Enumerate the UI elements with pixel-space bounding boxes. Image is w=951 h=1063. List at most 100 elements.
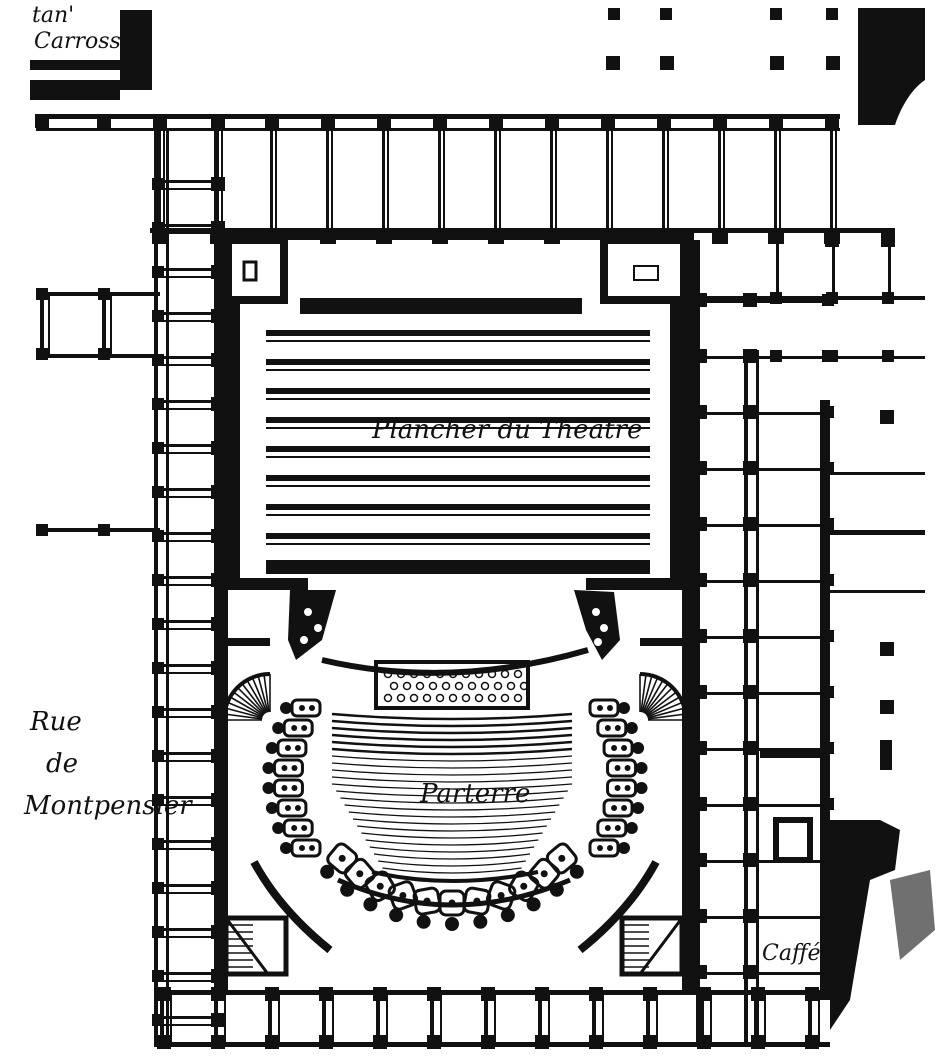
gallery-wall [494,128,497,232]
loge-box [606,758,638,778]
gallery-wall [494,990,496,1045]
stage-plank [266,388,650,394]
gallery-wall [774,128,777,232]
gallery-wall [830,128,833,232]
loge-seat [291,725,298,731]
gallery-wall [592,990,596,1045]
parterre-row [357,825,547,832]
gallery-wall [170,990,172,1045]
gallery-wall [696,412,830,415]
pit-seat [454,681,464,691]
gallery-wall [443,128,445,232]
gallery-wall [602,990,604,1045]
gallery-wall [779,128,781,232]
pier [211,177,225,191]
loge-seat [291,825,298,831]
loge-seat [291,785,298,791]
gallery-wall [160,990,164,1045]
corridor-curves [250,860,660,954]
gallery-wall [154,1024,218,1026]
gallery-wall [646,990,650,1045]
gallery-wall [154,804,218,806]
pier [152,222,164,234]
gallery-wall [386,990,388,1045]
pier [211,114,225,128]
gallery-wall [40,292,44,358]
gallery-wall [710,990,712,1045]
pier [693,461,707,475]
gallery-wall [154,928,218,931]
gallery-wall [764,990,766,1045]
stage-plank [266,504,650,510]
pit-seat [500,669,510,679]
rear-loge-pillar [473,914,488,929]
parterre-row [331,733,573,742]
stage-plank [266,330,650,336]
pier [36,348,48,360]
pier [657,114,671,128]
gallery-wall [888,240,891,300]
stair-step-left [251,677,268,713]
gallery-wall [154,584,218,586]
parterre-seating-rows [331,712,573,883]
stair-step-right [642,677,659,713]
gallery-wall [224,990,226,1045]
pier [36,288,48,300]
loge-box [596,818,628,838]
gallery-wall [154,320,218,322]
stage-plank-line [266,398,650,400]
theatre-outer-walls [214,230,696,990]
loge-seat [309,705,315,711]
loge-pillar [635,762,648,774]
gallery-wall [696,524,830,527]
rear-loge-box [545,842,578,875]
gallery-wall [154,840,218,843]
pier [373,1035,387,1049]
rear-loge-seat [376,882,384,890]
stair-step-left [227,701,263,718]
stage-plank-line [266,427,650,429]
pier [693,741,707,755]
stair-step-left [233,691,265,716]
gallery-wall [102,292,106,358]
loge-pillar [265,802,278,814]
gallery-wall [154,408,218,410]
gallery-wall [154,400,218,403]
pier [481,987,495,1001]
stair-step-left-wall [222,672,271,721]
loge-pillar [280,842,292,854]
top-left-label-2: Carrosse [34,29,134,54]
pier [152,706,164,718]
gallery-wall [214,990,218,1045]
loge-seat [291,765,298,771]
gallery-wall [830,590,925,593]
stage-plank [266,475,650,481]
gallery-wall [154,576,218,579]
pier [153,114,167,128]
gallery-wall [835,128,837,232]
pier [152,838,164,850]
loge-pillar [625,722,638,734]
stage-plank [266,446,650,452]
loge-box [290,838,322,858]
stage-plank [266,359,650,365]
loge-seat [614,765,621,771]
rear-loge-rail [336,877,571,908]
loge-box [272,758,304,778]
loge-seat [284,805,291,811]
stair-step-left [241,683,266,715]
loge-box [282,718,314,738]
loge-pillar [262,782,275,794]
stage-plank-line [266,485,650,487]
stage-plank-line [266,514,650,516]
pier [211,987,225,1001]
loge-seat [301,825,308,831]
pit-seat [480,681,490,691]
gallery-wall [756,350,759,1045]
parterre-row [382,867,522,874]
gallery-wall [667,128,669,232]
pier [743,405,757,419]
gallery-wall [830,530,925,535]
stair-step-left [224,713,263,720]
